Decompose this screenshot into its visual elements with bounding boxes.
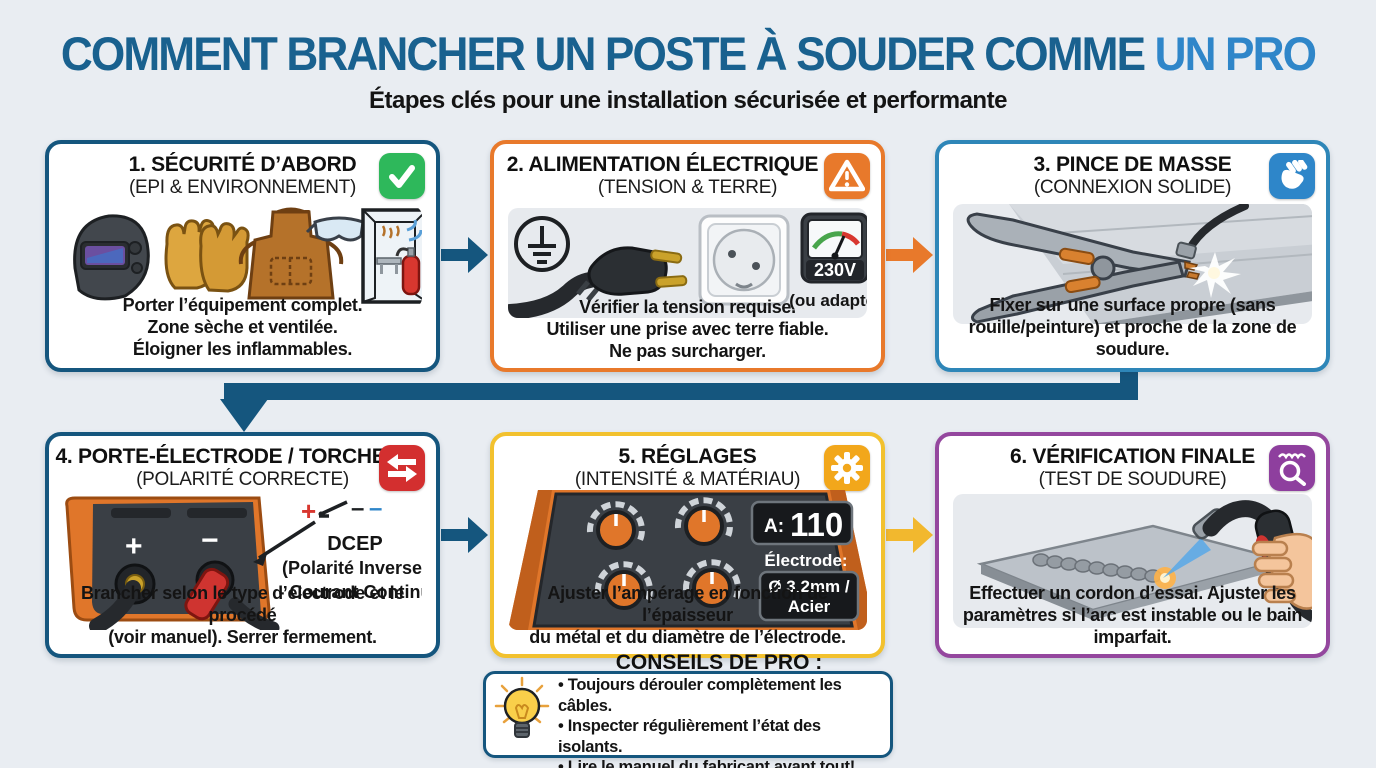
plug-icon — [508, 246, 688, 318]
pro-tips-box: CONSEILS DE PRO : • Toujours dérouler co… — [483, 651, 893, 768]
electrode-display: Ø 3.2mm / Acier — [758, 570, 860, 622]
card3-illustration — [953, 204, 1312, 324]
svg-text:Acier: Acier — [788, 597, 831, 616]
svg-text:110: 110 — [790, 506, 843, 543]
svg-text:–: – — [351, 495, 364, 522]
magnifier-icon — [1269, 445, 1315, 491]
voltmeter-icon: 230V (ou adapté) — [789, 212, 867, 310]
card1-caption: Porter l’équipement complet. Zone sèche … — [122, 295, 363, 360]
card4-title: 4. PORTE-ÉLECTRODE / TORCHE — [55, 445, 386, 468]
knob — [682, 559, 741, 608]
card2-subtitle: (TENSION & TERRE) — [597, 177, 778, 198]
card5-illustration: A: 110 Électrode: Ø 3.2mm / Acier — [508, 490, 867, 630]
card1-subtitle: (EPI & ENVIRONNEMENT) — [129, 177, 356, 198]
control-panel-illustration: A: 110 Électrode: Ø 3.2mm / Acier — [508, 490, 867, 630]
svg-text:DCEP: DCEP — [327, 533, 383, 555]
ground-clamp — [966, 212, 1201, 324]
knob — [586, 501, 645, 550]
card2-title: 2. ALIMENTATION ÉLECTRIQUE — [506, 153, 819, 176]
pro-tip-item: • Inspecter régulièrement l’état des iso… — [558, 717, 821, 756]
svg-text:+: + — [125, 530, 143, 563]
svg-text:−: − — [201, 524, 219, 557]
page-subtitle: Étapes clés pour une installation sécuri… — [369, 87, 1007, 114]
arrow-right-icon — [441, 237, 488, 273]
card6-illustration — [953, 494, 1312, 628]
knob — [674, 497, 733, 546]
pro-tips-text: CONSEILS DE PRO : • Toujours dérouler co… — [558, 651, 880, 768]
header: COMMENT BRANCHER UN POSTE À SOUDER COMME… — [0, 0, 1376, 115]
pro-tip-item: • Lire le manuel du fabricant avant tout… — [558, 758, 855, 768]
card4-illustration: + − + – – — [63, 492, 422, 630]
weld-bead — [1032, 553, 1162, 583]
apron-icon — [238, 207, 344, 300]
ventilated-room-icon — [361, 208, 422, 304]
card6-subtitle: (TEST DE SOUDURE) — [1038, 469, 1227, 490]
card3-caption: Fixer sur une surface propre (sans rouil… — [968, 295, 1297, 360]
card4-subtitle: (POLARITÉ CORRECTE) — [136, 469, 349, 490]
card5-title: 5. RÉGLAGES — [618, 445, 757, 468]
fist-icon — [1269, 153, 1315, 199]
card3-subtitle: (CONNEXION SOLIDE) — [1033, 177, 1232, 198]
polarity-text: DCEP (Polarité Inverse) - Courant Contin… — [279, 533, 422, 602]
annotation-arrow — [253, 520, 316, 566]
card5-subtitle: (INTENSITÉ & MATÉRIAU) — [574, 469, 801, 490]
arrow-right-icon — [886, 517, 933, 553]
svg-text:- Courant Continu: - Courant Continu — [279, 582, 422, 602]
page-title: COMMENT BRANCHER UN POSTE À SOUDER COMME… — [41, 26, 1334, 81]
arrow-right-icon — [886, 237, 933, 273]
card-step3-pince-de-masse: 3. PINCE DE MASSE (CONNEXION SOLIDE) — [935, 140, 1330, 372]
svg-text:(ou adapté): (ou adapté) — [789, 291, 867, 310]
svg-text:(Polarité Inverse): (Polarité Inverse) — [282, 558, 422, 578]
svg-text:Ø 3.2mm /: Ø 3.2mm / — [768, 577, 850, 596]
gear-icon — [824, 445, 870, 491]
torch-flame — [1163, 538, 1211, 578]
svg-text:–: – — [369, 495, 382, 522]
card6-caption: Effectuer un cordon d’essai. Ajuster les… — [962, 583, 1303, 648]
card-step6-verification: 6. VÉRIFICATION FINALE (TEST DE SOUDURE) — [935, 432, 1330, 658]
card3-title: 3. PINCE DE MASSE — [1033, 153, 1232, 176]
electrode-label: Électrode: — [764, 551, 847, 570]
card1-title: 1. SÉCURITÉ D’ABORD — [128, 153, 357, 176]
svg-text:230V: 230V — [814, 260, 856, 280]
card-step1-securite: 1. SÉCURITÉ D’ABORD (EPI & ENVIRONNEMENT… — [45, 140, 440, 372]
fire-extinguisher-icon — [395, 247, 421, 296]
arrow-right-icon — [441, 517, 488, 553]
knob — [594, 561, 653, 610]
spark-glyph — [1189, 252, 1241, 298]
card1-illustration — [63, 206, 422, 308]
page-title-accent: UN PRO — [1154, 27, 1317, 80]
welding-helmet-icon — [73, 214, 150, 301]
ground-symbol-icon — [514, 216, 570, 272]
card-step4-porte-electrode: 4. PORTE-ÉLECTRODE / TORCHE (POLARITÉ CO… — [45, 432, 440, 658]
card5-caption: Ajuster l’ampérage en fonction de l’épai… — [529, 583, 846, 648]
check-icon — [379, 153, 425, 199]
socket-icon — [698, 214, 790, 306]
card4-caption: Brancher selon le type d’électrode et le… — [80, 583, 405, 648]
card-step2-alimentation: 2. ALIMENTATION ÉLECTRIQUE (TENSION & TE… — [490, 140, 885, 372]
swap-arrows-icon — [379, 445, 425, 491]
welder-terminals-illustration: + − — [65, 496, 280, 630]
card6-title: 6. VÉRIFICATION FINALE — [1009, 445, 1256, 468]
card2-caption: Vérifier la tension requise. Utiliser un… — [546, 297, 829, 362]
card-step5-reglages: 5. RÉGLAGES (INTENSITÉ & MATÉRIAU) — [490, 432, 885, 658]
svg-text:A:: A: — [764, 516, 784, 537]
pro-tip-item: • Toujours dérouler complètement les câb… — [558, 675, 842, 715]
warning-icon — [824, 153, 870, 199]
gloves-icon — [164, 219, 250, 293]
pro-tips-title: CONSEILS DE PRO : — [615, 650, 823, 674]
ground-cable — [1175, 204, 1249, 260]
amp-display: A: 110 — [750, 500, 854, 546]
polarity-symbol: + – – — [301, 495, 382, 526]
hand — [1251, 532, 1312, 610]
page-title-main: COMMENT BRANCHER UN POSTE À SOUDER COMME — [60, 27, 1146, 80]
lightbulb-icon — [494, 676, 550, 753]
card2-illustration: 230V (ou adapté) — [508, 208, 867, 318]
svg-text:+: + — [301, 496, 316, 526]
